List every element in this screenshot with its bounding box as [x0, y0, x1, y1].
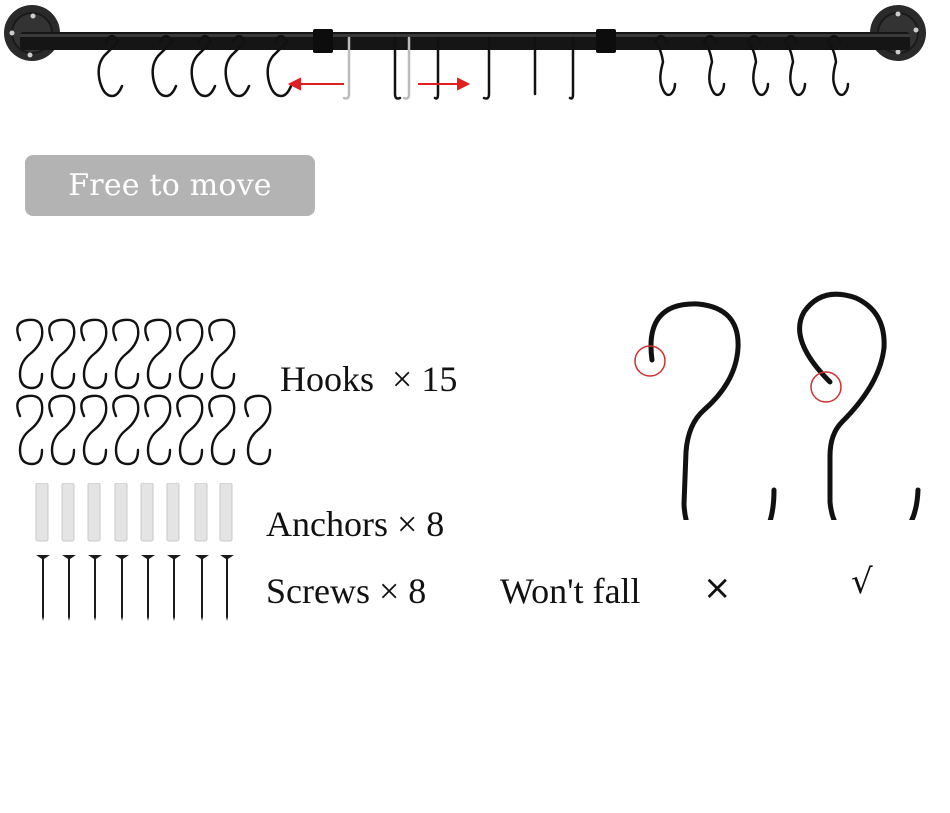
move-right-arrow-icon: [418, 77, 471, 91]
free-to-move-badge: Free to move: [25, 155, 315, 216]
hook-comparison-illustration: [634, 291, 921, 520]
hooks-count-label: Hooks × 15: [280, 358, 457, 400]
open-end-hook-icon: [648, 301, 777, 520]
highlight-circle-bad: [634, 345, 666, 377]
screws-illustration: [36, 555, 234, 621]
wont-fall-caption: Won't fall: [500, 571, 641, 611]
hooks-qty: × 15: [392, 359, 458, 399]
anchors-count-label: Anchors × 8: [266, 503, 444, 545]
cross-mark-icon: ×: [703, 568, 732, 608]
anchors-illustration: [35, 483, 233, 542]
screws-label: Screws: [266, 571, 370, 611]
closed-end-hook-icon: [797, 291, 921, 520]
screws-qty: × 8: [378, 571, 427, 611]
anchors-label: Anchors: [266, 504, 388, 544]
hooks-bundle-illustration: [16, 318, 272, 466]
anchors-qty: × 8: [396, 504, 445, 544]
hooks-label: Hooks: [280, 359, 375, 399]
check-mark-icon: √: [851, 562, 873, 602]
highlight-circle-good: [810, 371, 842, 403]
screws-count-label: Screws × 8: [266, 570, 426, 612]
move-left-arrow-icon: [287, 77, 344, 91]
pipe-rail-illustration: [4, 5, 926, 100]
badge-label: Free to move: [68, 168, 272, 203]
